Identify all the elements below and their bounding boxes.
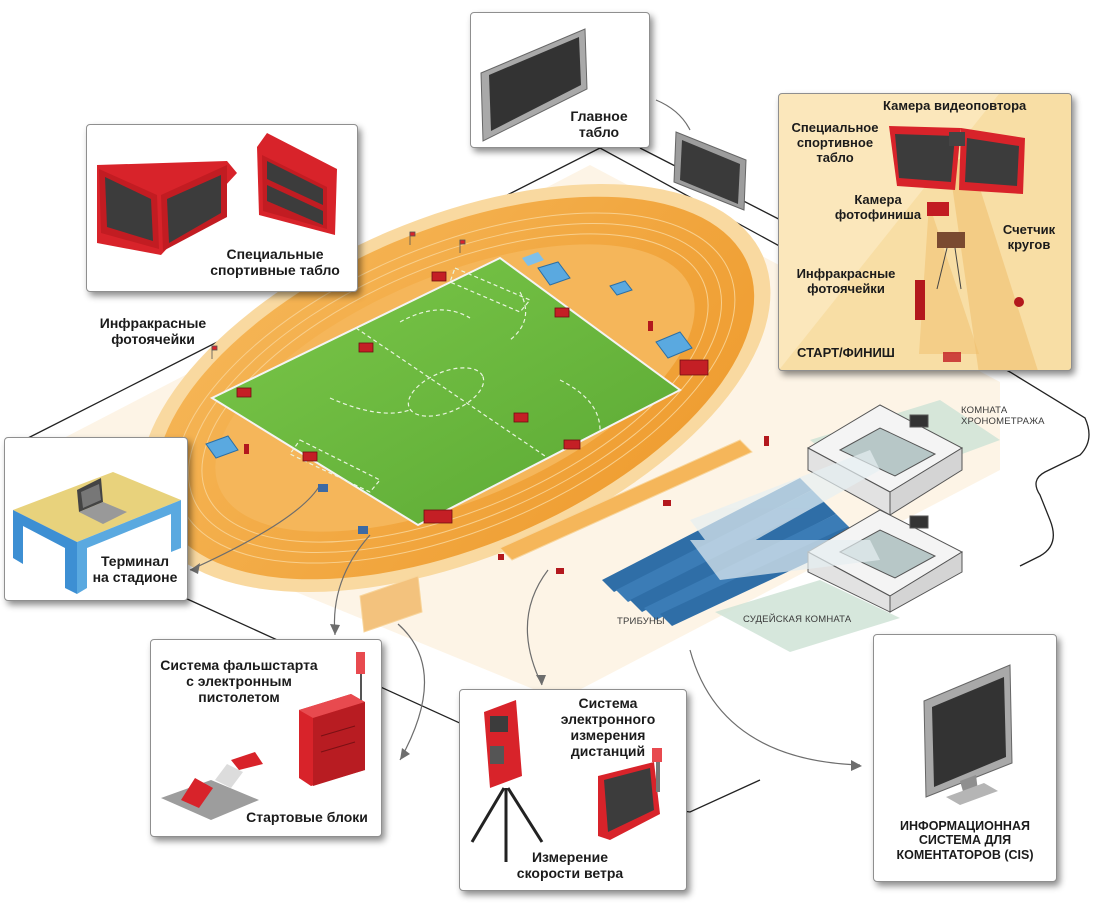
special-boards-label: Специальные спортивные табло xyxy=(210,246,340,278)
replay-camera-label: Камера видеоповтора xyxy=(883,98,1027,113)
infrared-left-label: Инфракрасные фотоячейки xyxy=(99,315,207,347)
photo-finish-camera-label: Камера фотофиниша xyxy=(834,192,922,222)
terminal-illustration xyxy=(13,472,181,594)
distance-system-label: Система электронного измерения дистанций xyxy=(560,695,656,759)
stands-label: ТРИБУНЫ xyxy=(617,616,665,627)
landing-mats xyxy=(205,252,693,459)
field-boards xyxy=(236,271,709,524)
distance-wind-illustration xyxy=(470,700,662,862)
cis-callout: ИНФОРМАЦИОННАЯ СИСТЕМА ДЛЯ КОМЕНТАТОРОВ … xyxy=(873,634,1057,882)
cis-monitor-illustration xyxy=(923,664,1013,805)
lap-counter-label: Счетчик кругов xyxy=(1002,222,1056,252)
terminal-callout: Терминал на стадионе xyxy=(4,437,188,601)
connector-arrowheads xyxy=(190,563,862,771)
special-board-label: Специальное спортивное табло xyxy=(791,120,879,165)
cis-label: ИНФОРМАЦИОННАЯ СИСТЕМА ДЛЯ КОМЕНТАТОРОВ … xyxy=(896,819,1034,862)
start-finish-label: СТАРТ/ФИНИШ xyxy=(797,345,895,360)
start-finish-illustration xyxy=(779,94,1071,370)
building-rooms xyxy=(806,404,964,613)
wind-speed-label: Измерение скорости ветра xyxy=(516,849,624,881)
terminal-label: Терминал на стадионе xyxy=(92,553,178,585)
special-boards-callout: Специальные спортивные табло xyxy=(86,124,358,292)
main-board-callout: Главное табло xyxy=(470,12,650,148)
timing-room-label: КОМНАТА ХРОНОМЕТРАЖА xyxy=(961,405,1045,428)
false-start-illustration xyxy=(161,652,365,820)
main-board-small xyxy=(673,131,747,211)
false-start-label: Система фальшстарта с электронным пистол… xyxy=(160,657,318,705)
track-flags xyxy=(211,231,466,359)
sprint-lanes xyxy=(359,439,753,633)
football-field xyxy=(209,256,682,527)
connector-lines xyxy=(189,99,861,766)
athletes-and-equipment xyxy=(244,321,769,574)
main-board-label: Главное табло xyxy=(570,108,628,140)
start-finish-callout: Камера видеоповтора Специальное спортивн… xyxy=(778,93,1072,371)
start-blocks-label: Стартовые блоки xyxy=(246,809,368,825)
view-rays xyxy=(690,450,880,580)
infrared-panel-label: Инфракрасные фотоячейки xyxy=(796,266,896,296)
judges-room-label: СУДЕЙСКАЯ КОМНАТА xyxy=(743,614,852,625)
main-board-illustration xyxy=(480,28,588,142)
distance-wind-callout: Система электронного измерения дистанций… xyxy=(459,689,687,891)
special-boards-illustration xyxy=(97,133,337,255)
false-start-callout: Система фальшстарта с электронным пистол… xyxy=(150,639,382,837)
